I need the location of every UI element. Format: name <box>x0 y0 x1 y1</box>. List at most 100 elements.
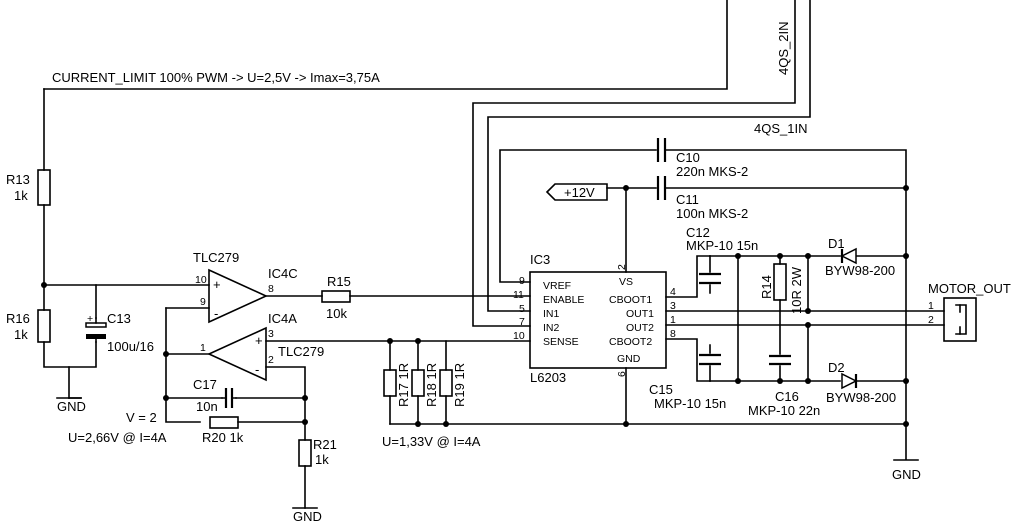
ic3-pin5: 5 <box>519 303 525 315</box>
ic4a-pin1: 1 <box>200 342 206 354</box>
ic3-pin-out2: OUT2 <box>626 322 654 334</box>
r19-label: R19 1R <box>452 363 467 407</box>
u133-label: U=1,33V @ I=4A <box>382 434 481 449</box>
ic4c-plus: + <box>213 277 221 292</box>
r18-label: R18 1R <box>424 363 439 407</box>
junction-dot <box>623 185 629 191</box>
junction-dot <box>805 378 811 384</box>
output-wiring <box>665 255 945 461</box>
junction-dot <box>735 253 741 259</box>
r14-resistor <box>773 263 787 301</box>
c16-name: C16 <box>775 389 799 404</box>
gnd-label-r21: GND <box>293 509 322 524</box>
r16-value: 1k <box>14 327 28 342</box>
current-limit-net <box>43 0 728 399</box>
r13-name: R13 <box>6 172 30 187</box>
c10-name: C10 <box>676 150 700 165</box>
current-limit-label: CURRENT_LIMIT 100% PWM -> U=2,5V -> Imax… <box>52 70 380 85</box>
junction-dot <box>903 253 909 259</box>
l6203-label: L6203 <box>530 370 566 385</box>
c16-value: MKP-10 22n <box>748 403 820 418</box>
ic3-pin4: 4 <box>670 286 676 298</box>
u266-label: U=2,66V @ I=4A <box>68 430 167 445</box>
ic4a-label: IC4A <box>268 311 297 326</box>
ic3-pin-in1: IN1 <box>543 308 560 320</box>
net-4qs-2in-label: 4QS_2IN <box>776 22 791 75</box>
ic3-pin6: 6 <box>616 371 628 377</box>
junction-dot <box>903 185 909 191</box>
c15-name: C15 <box>649 382 673 397</box>
c10-capacitor <box>656 138 907 425</box>
junction-dot <box>163 351 169 357</box>
ic4a-opamp <box>165 307 531 509</box>
ic3-pin8: 8 <box>670 328 676 340</box>
ic3-pin1: 1 <box>670 314 676 326</box>
ic3-pin-sense: SENSE <box>543 336 579 348</box>
c13-plus: + <box>87 313 93 325</box>
junction-dot <box>443 421 449 427</box>
tlc279-top-label: TLC279 <box>193 250 239 265</box>
d2-value: BYW98-200 <box>826 390 896 405</box>
c15-capacitor <box>699 353 721 366</box>
ic3-pin-enable: ENABLE <box>543 294 584 306</box>
tlc279-bottom-label: TLC279 <box>278 344 324 359</box>
motor-out-pin1: 1 <box>928 300 934 312</box>
c10-value: 220n MKS-2 <box>676 164 748 179</box>
ic4c-minus: - <box>214 306 218 321</box>
junction-dot <box>805 253 811 259</box>
sense-resistor-network <box>389 340 907 425</box>
c17-name: C17 <box>193 377 217 392</box>
r13-value: 1k <box>14 188 28 203</box>
r20-label: R20 1k <box>202 430 244 445</box>
motor-out-label: MOTOR_OUT <box>928 281 1011 296</box>
r21-value: 1k <box>315 452 329 467</box>
r15-value: 10k <box>326 306 347 321</box>
ic3-pin-in2: IN2 <box>543 322 560 334</box>
r21-resistor <box>298 439 312 467</box>
ic3-pin10: 10 <box>513 330 525 342</box>
ic3-pin11: 11 <box>513 289 524 301</box>
ic4a-pin2: 2 <box>268 354 274 366</box>
v2-label: V = 2 <box>126 410 157 425</box>
c11-capacitor <box>606 176 907 273</box>
junction-dot <box>302 419 308 425</box>
c13-value: 100u/16 <box>107 339 154 354</box>
ic3-pin-cboot1: CBOOT1 <box>609 294 652 306</box>
r15-name: R15 <box>327 274 351 289</box>
junction-dot <box>735 378 741 384</box>
ic3-l6203-body <box>529 271 667 369</box>
r13-resistor <box>37 169 51 206</box>
gnd-label-right: GND <box>892 467 921 482</box>
r17-label: R17 1R <box>396 363 411 407</box>
d2-diode <box>841 372 858 390</box>
junction-dot <box>415 421 421 427</box>
ic4c-opamp <box>165 268 531 324</box>
c15-value: MKP-10 15n <box>654 396 726 411</box>
ic3-pin7: 7 <box>519 316 525 328</box>
junction-dot <box>903 378 909 384</box>
junction-dot <box>415 338 421 344</box>
junction-dot <box>163 395 169 401</box>
c12-value: MKP-10 15n <box>686 238 758 253</box>
ic3-pin3: 3 <box>670 300 676 312</box>
r19-resistor <box>439 369 453 397</box>
junction-dot <box>387 338 393 344</box>
p12v-label: +12V <box>564 185 595 200</box>
c11-value: 100n MKS-2 <box>676 206 748 221</box>
ic4c-pin8: 8 <box>268 283 274 295</box>
ic4c-label: IC4C <box>268 266 298 281</box>
d2-name: D2 <box>828 360 845 375</box>
r20-resistor <box>209 416 239 429</box>
c13-capacitor: + <box>85 313 107 343</box>
c17-capacitor <box>221 388 237 408</box>
junction-dot <box>41 282 47 288</box>
motor-out-pin2: 2 <box>928 314 934 326</box>
ic3-pin-out1: OUT1 <box>626 308 654 320</box>
junction-dot <box>777 253 783 259</box>
r17-resistor <box>383 369 397 397</box>
input-nets <box>472 0 811 327</box>
d1-value: BYW98-200 <box>825 263 895 278</box>
ic4c-pin9: 9 <box>200 296 206 308</box>
r21-name: R21 <box>313 437 337 452</box>
